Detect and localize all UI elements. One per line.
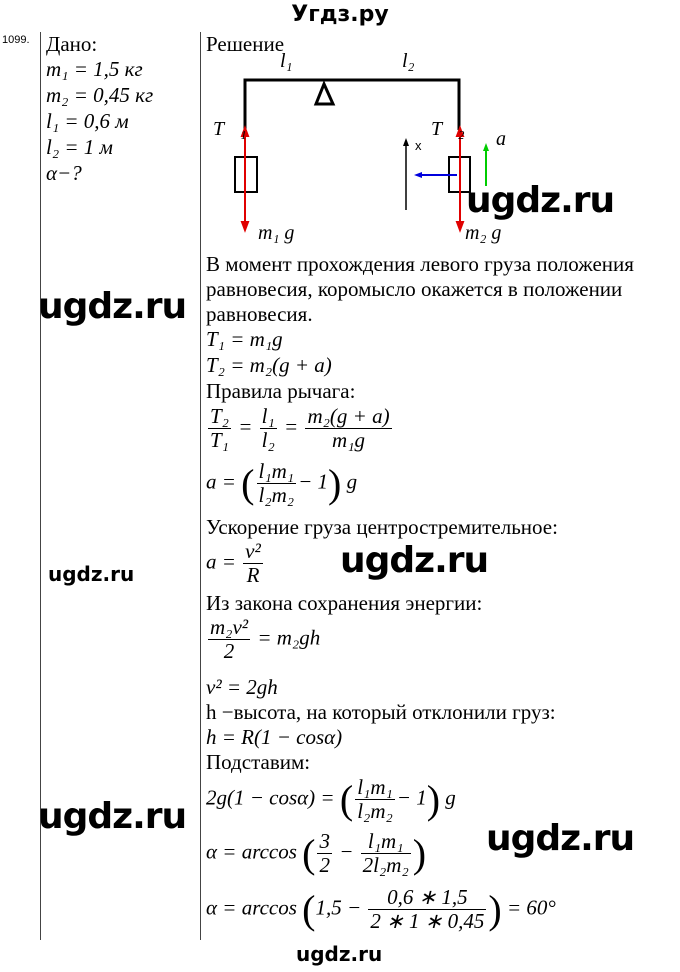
- watermark: ugdz.ru: [486, 818, 635, 859]
- label-a: a⃗: [496, 128, 522, 150]
- denominator: l₂: [261, 428, 275, 452]
- watermark: ugdz.ru: [38, 286, 187, 327]
- denominator: m₁g: [332, 428, 366, 452]
- column-divider: [40, 32, 41, 940]
- numerator: m₂v²: [208, 615, 251, 640]
- denominator: 2 ∗ 1 ∗ 0,45: [370, 909, 485, 933]
- lhs: α = arccos: [206, 839, 297, 864]
- term: g: [346, 469, 358, 494]
- rhs: = m₂gh: [257, 625, 321, 650]
- numerator: v²: [243, 539, 263, 564]
- watermark: ugdz.ru: [466, 180, 615, 221]
- equals: =: [284, 414, 299, 439]
- footer-watermark: ugdz.ru: [296, 942, 383, 966]
- equation: T₁ = m₁g: [206, 327, 283, 351]
- term: − 1: [396, 785, 427, 810]
- lhs: 2g(1 − cosα) =: [206, 785, 335, 810]
- numerator: l₁m₁: [360, 830, 411, 854]
- numerator: 3: [317, 829, 332, 854]
- label-t1: T⃗₁: [213, 118, 247, 140]
- label-l1: l₁: [280, 50, 293, 72]
- equation: T₂ = m₂(g + a): [206, 353, 332, 377]
- numerator: 0,6 ∗ 1,5: [368, 886, 487, 910]
- watermark: ugdz.ru: [38, 796, 187, 837]
- label-m1g: m₁ g⃗: [258, 222, 310, 244]
- site-header: Угдз.ру: [291, 2, 389, 27]
- lever-diagram: [234, 78, 489, 233]
- given-item: α−?: [46, 161, 82, 185]
- given-title: Дано:: [46, 32, 98, 56]
- lhs: α = arccos: [206, 895, 297, 920]
- denominator: l₂m₂: [357, 799, 393, 823]
- term: −: [339, 839, 354, 864]
- solution-title: Решение: [206, 32, 285, 56]
- numerator: T₂: [208, 404, 231, 429]
- text-line: В момент прохождения левого груза положе…: [206, 252, 634, 276]
- equation: h = R(1 − cosα): [206, 725, 343, 749]
- numerator: l₁m₁: [355, 775, 395, 800]
- watermark: ugdz.ru: [48, 562, 135, 586]
- equals: =: [238, 414, 253, 439]
- lever-beam: [243, 78, 461, 130]
- column-divider: [200, 32, 201, 940]
- denominator: R: [246, 563, 260, 587]
- equation: v² = 2gh: [206, 675, 278, 699]
- lhs: a =: [206, 469, 236, 494]
- term: g: [445, 785, 456, 810]
- lhs: a =: [206, 549, 236, 574]
- label-l2: l₂: [402, 50, 415, 72]
- given-item: m₁ = 1,5 кг: [46, 57, 143, 81]
- numerator: l₁m₁: [256, 459, 297, 484]
- given-item: m₂ = 0,45 кг: [46, 83, 154, 107]
- label-m2g: m₂ g⃗: [465, 222, 517, 244]
- term: − 1: [298, 469, 329, 494]
- label-x: x: [415, 138, 422, 153]
- result: = 60°: [506, 895, 556, 920]
- text-line: Правила рычага:: [206, 379, 356, 403]
- numerator: m₂(g + a): [305, 404, 392, 429]
- problem-number: 1099.: [2, 34, 30, 46]
- denominator: 2: [223, 639, 235, 663]
- denominator: 2l₂m₂: [362, 853, 409, 877]
- term: 1,5 −: [315, 895, 362, 920]
- denominator: 2: [319, 853, 330, 877]
- label-t2: T⃗₂: [431, 118, 465, 140]
- given-item: l₁ = 0,6 м: [46, 109, 129, 133]
- text-line: h −высота, на который отклонили груз:: [206, 700, 556, 724]
- fulcrum: [313, 80, 336, 106]
- text-line: Ускорение груза центростремительное:: [206, 515, 558, 539]
- text-line: Подставим:: [206, 750, 311, 774]
- text-line: Из закона сохранения энергии:: [206, 591, 483, 615]
- text-line: равновесия, коромысло окажется в положен…: [206, 277, 623, 301]
- denominator: T₁: [210, 428, 229, 452]
- numerator: l₁: [259, 404, 277, 429]
- text-line: равновесия.: [206, 302, 313, 326]
- watermark: ugdz.ru: [340, 540, 489, 581]
- given-item: l₂ = 1 м: [46, 135, 113, 159]
- force-arrows: [240, 125, 465, 233]
- denominator: l₂m₂: [258, 483, 295, 507]
